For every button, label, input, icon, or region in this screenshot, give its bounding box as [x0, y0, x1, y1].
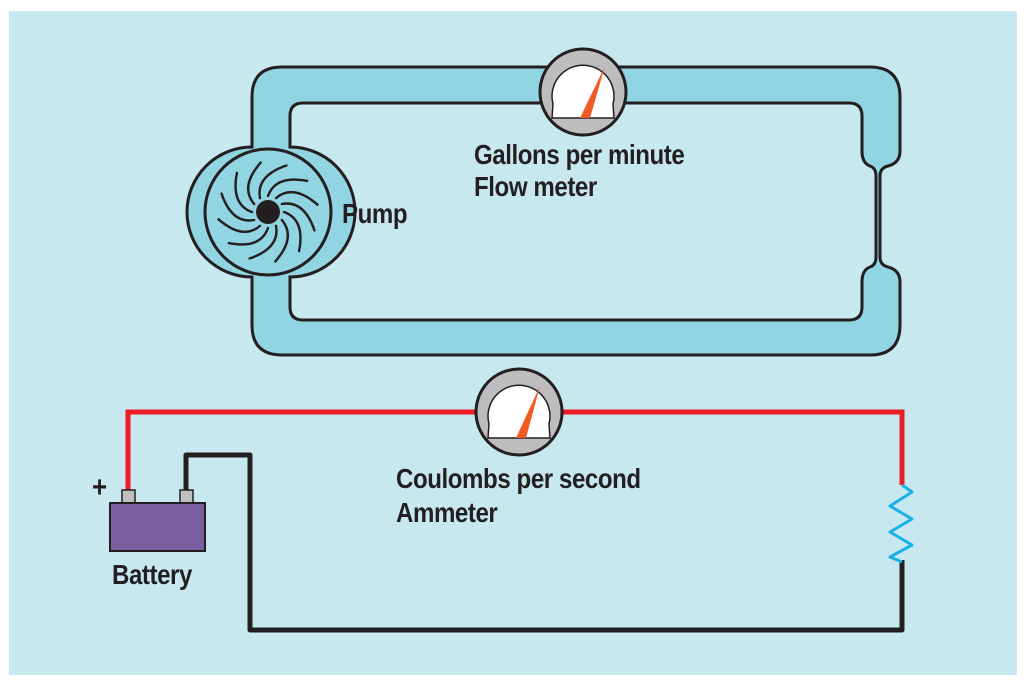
ammeter-gauge	[474, 367, 564, 457]
impeller-blade	[280, 202, 316, 232]
positive-terminal	[121, 489, 136, 504]
ammeter-rate-label: Coulombs per second	[396, 463, 641, 494]
resistor-icon	[888, 483, 914, 564]
impeller-blade	[220, 192, 256, 222]
gauge-face	[551, 64, 615, 119]
battery-icon	[109, 489, 206, 552]
impeller-blade	[248, 224, 278, 260]
positive-sign: +	[92, 471, 107, 504]
impeller-blade	[274, 191, 319, 206]
impeller-blade	[266, 178, 309, 198]
impeller-blade	[227, 226, 270, 246]
pump-label: Pump	[342, 198, 408, 229]
impeller-blade	[258, 164, 288, 200]
impeller-blade	[217, 218, 262, 233]
pump-hub	[256, 200, 280, 224]
impeller-blade	[274, 218, 289, 263]
flow-meter-rate-label: Gallons per minute	[474, 139, 685, 170]
pump	[203, 147, 333, 277]
negative-wire	[183, 452, 905, 633]
flow-meter-name-label: Flow meter	[474, 171, 597, 202]
gauge-needle	[580, 66, 605, 118]
pump-impeller-icon	[217, 161, 319, 263]
gauge-face	[487, 384, 551, 439]
impeller-blade	[282, 210, 302, 253]
gauge-needle	[516, 386, 540, 438]
ammeter-name-label: Ammeter	[396, 497, 498, 528]
flow-meter-gauge	[538, 47, 628, 137]
electric-circuit	[109, 367, 914, 633]
battery-body	[109, 502, 206, 552]
water-pipe-loop	[185, 47, 902, 357]
negative-terminal	[179, 489, 194, 504]
impeller-blade	[234, 171, 254, 214]
impeller-blade	[247, 161, 262, 206]
battery-label: Battery	[112, 559, 192, 590]
